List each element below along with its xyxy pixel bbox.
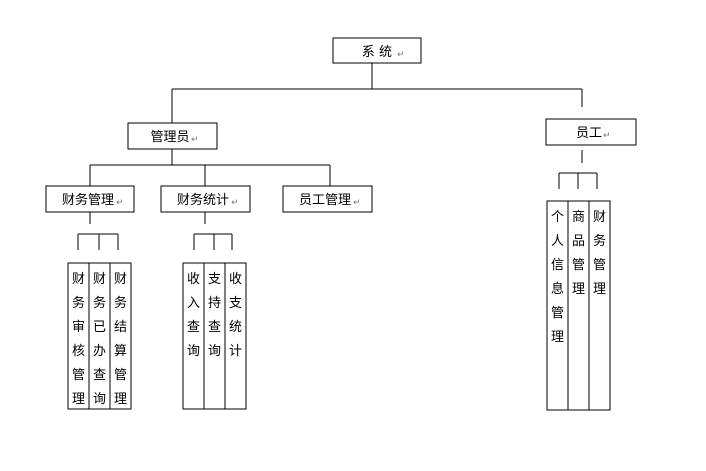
node-finance-statistics-label: 财务统计	[177, 192, 229, 208]
node-admin: 管理员 ↵	[127, 122, 218, 150]
node-finance-management-label: 财务管理	[62, 192, 114, 208]
node-employee: 员工 ↵	[545, 118, 637, 146]
finance-statistics-leaf-label: 收入查询	[187, 272, 200, 359]
connectors-root	[171, 63, 583, 123]
connectors-admin	[89, 149, 331, 186]
return-mark: ↵	[116, 198, 124, 208]
employee-leaf: 个人信息管理	[546, 200, 569, 411]
return-mark: ↵	[191, 135, 199, 145]
finance-statistics-leaf: 收支统计	[224, 262, 247, 410]
finance-management-leaf: 财务结算管理	[109, 262, 132, 410]
finance-management-leaf-label: 财务已办查询	[93, 272, 106, 407]
node-admin-label: 管理员	[150, 130, 189, 145]
node-staff-management-label: 员工管理	[299, 193, 351, 208]
connectors-finance-statistics	[193, 212, 233, 250]
return-mark: ↵	[603, 131, 611, 141]
connectors-employee	[558, 150, 598, 189]
node-staff-management: 员工管理 ↵	[282, 185, 373, 213]
finance-management-leaf-label: 财务结算管理	[114, 272, 127, 407]
finance-statistics-leaf: 收入查询	[182, 262, 205, 410]
node-finance-management: 财务管理 ↵	[45, 185, 135, 213]
node-root-label: 系 统	[362, 45, 392, 60]
employee-leaf-label: 商品管理	[572, 210, 585, 297]
finance-statistics-leaf-label: 收支统计	[229, 272, 242, 359]
employee-leaf: 商品管理	[567, 200, 590, 411]
connectors-finance-management	[77, 212, 119, 250]
employee-leaf-label: 个人信息管理	[551, 210, 564, 345]
employee-leaf: 财务管理	[588, 200, 611, 411]
node-root: 系 统 ↵	[332, 37, 422, 64]
node-employee-label: 员工	[576, 126, 602, 141]
finance-management-leaf: 财务审核管理	[67, 262, 90, 410]
finance-management-leaf-label: 财务审核管理	[72, 272, 85, 407]
finance-statistics-leaf: 支持查询	[203, 262, 226, 410]
return-mark: ↵	[231, 198, 239, 208]
finance-management-leaf: 财务已办查询	[88, 262, 111, 410]
return-mark: ↵	[397, 50, 405, 60]
node-finance-statistics: 财务统计 ↵	[160, 185, 251, 213]
return-mark: ↵	[353, 198, 361, 208]
employee-leaf-label: 财务管理	[593, 210, 606, 297]
finance-statistics-leaf-label: 支持查询	[208, 272, 221, 359]
